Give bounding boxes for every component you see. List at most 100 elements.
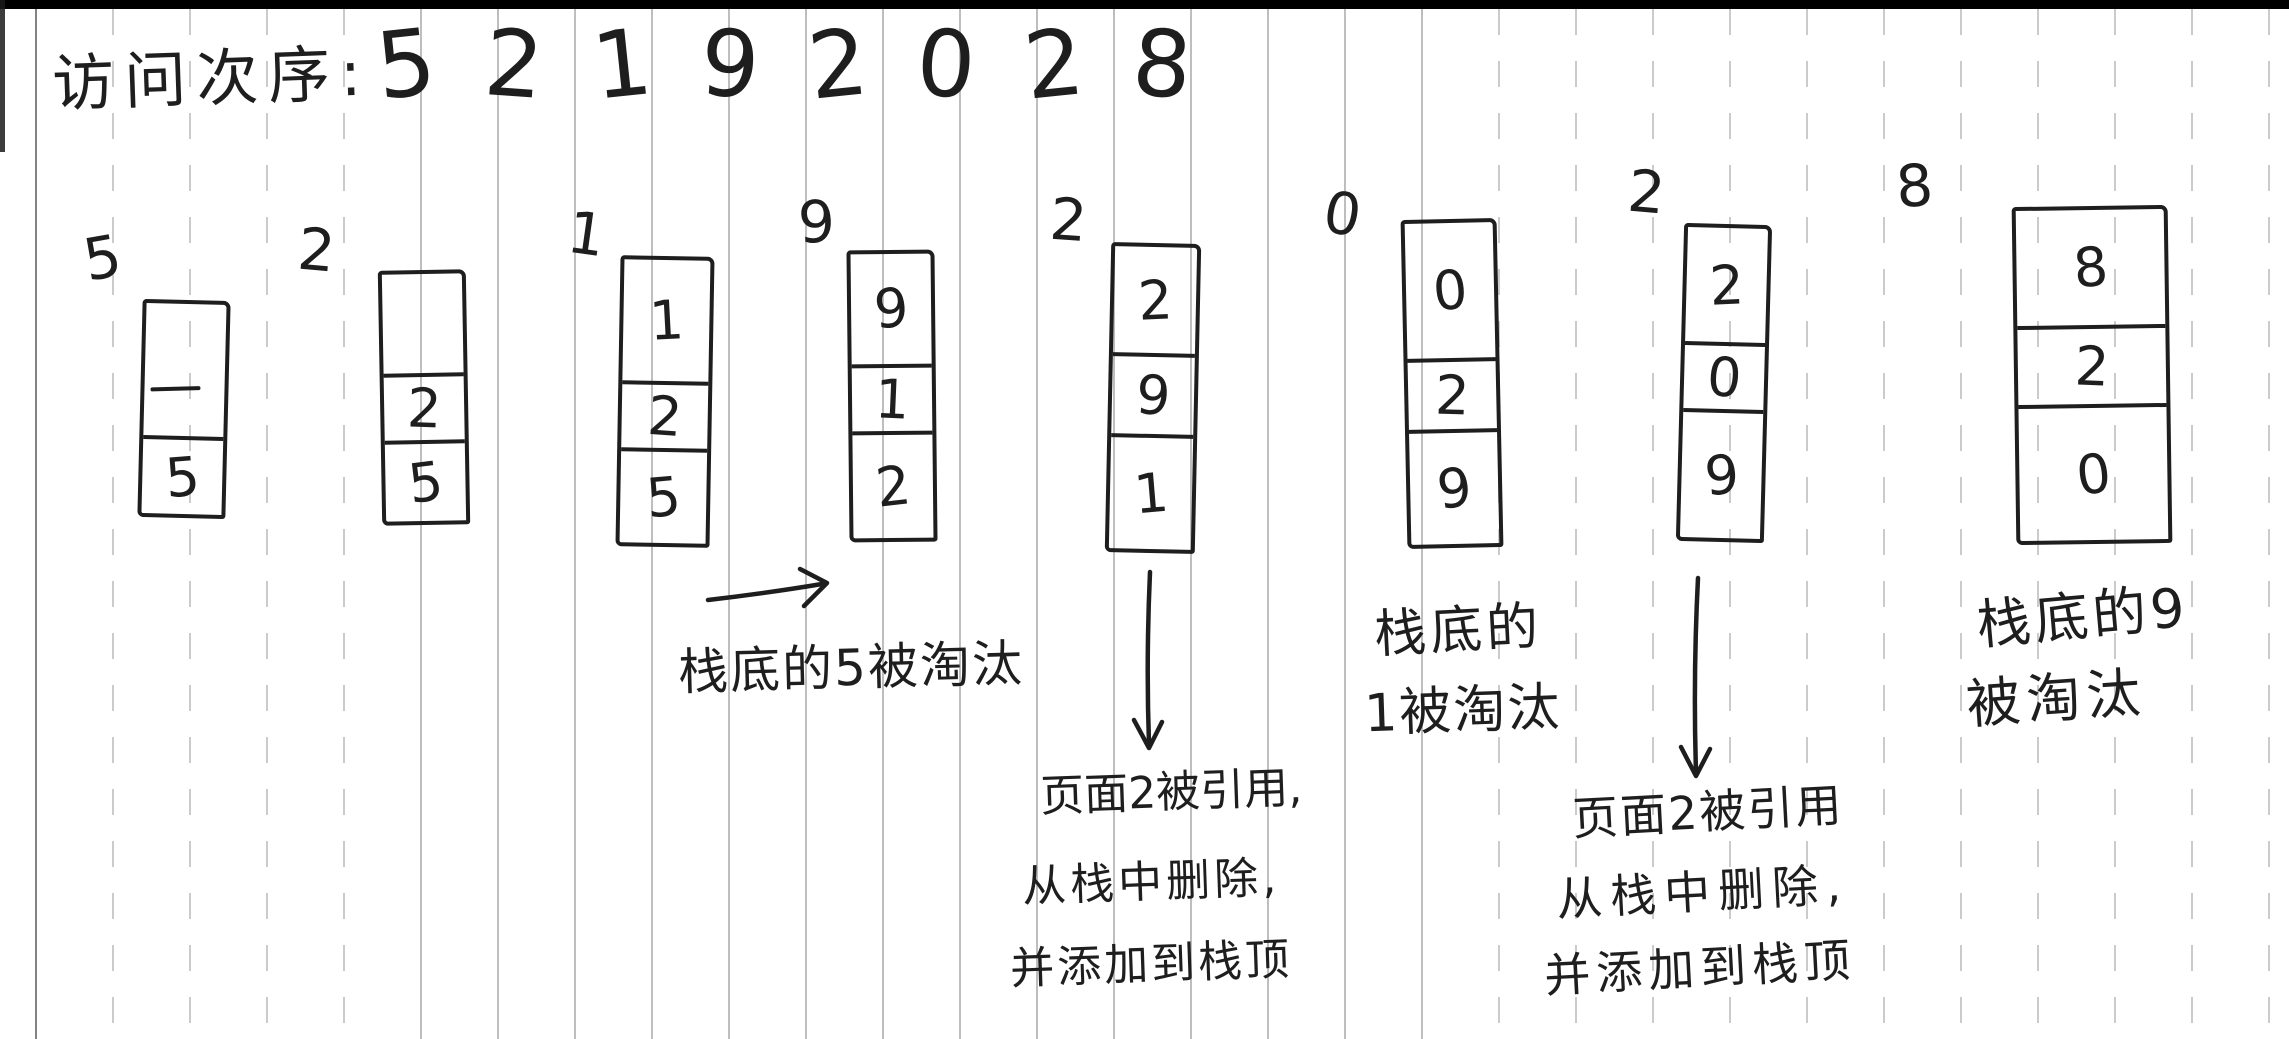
stack-2: 2 5 [377, 269, 471, 526]
stack-cell: 1 [851, 363, 933, 432]
stack-cell: 5 [619, 447, 708, 544]
sequence-digit: 2 [803, 8, 873, 121]
annotation-evicted-1-line1: 栈底的 [1372, 596, 1544, 666]
cell-value: 5 [404, 449, 447, 516]
access-label-4: 9 [796, 187, 837, 257]
down-arrow-icon-2 [1678, 575, 1713, 779]
stack-cell: 0 [2018, 403, 2169, 542]
screen-left-edge [0, 0, 5, 152]
stack-cell: 2 [1685, 227, 1768, 343]
stack-cell: 2 [383, 372, 465, 441]
stack-cell: 5 [384, 439, 467, 522]
annotation-page2-referenced2-line1: 页面2被引用 [1570, 777, 1845, 847]
cell-value: 0 [1704, 344, 1744, 411]
sequence-digit: 9 [697, 9, 763, 120]
ruled-line [1960, 9, 1962, 1039]
ruled-line [343, 9, 345, 1039]
stack-cell: 2 [852, 430, 934, 539]
cell-value: 9 [1433, 454, 1476, 522]
stack-cell [143, 388, 224, 437]
cell-value: 9 [1701, 442, 1742, 509]
access-sequence: 5 2 1 9 2 0 2 8 [352, 8, 1216, 121]
stack-cell: 9 [851, 254, 932, 365]
cell-value: 0 [2072, 440, 2115, 508]
stack-6: 0 2 9 [1400, 218, 1504, 549]
annotation-evicted-5: 栈底的5被淘汰 [677, 634, 1025, 702]
cell-value: 2 [872, 453, 914, 520]
stack-7: 2 0 9 [1675, 222, 1773, 544]
ruled-line [574, 9, 576, 1039]
annotation-page2-referenced-line1: 页面2被引用, [1039, 762, 1303, 823]
stack-cell: 9 [1679, 408, 1764, 539]
ruled-line [497, 9, 499, 1039]
cell-value: 1 [647, 288, 686, 353]
ruled-line [2268, 9, 2270, 1039]
ruled-line [35, 9, 37, 1039]
down-arrow-icon-1 [1131, 569, 1165, 751]
access-label-5: 2 [1047, 184, 1090, 256]
stack-cell: 2 [621, 380, 709, 450]
stack-cell: 0 [1405, 222, 1496, 358]
cell-value: 2 [1136, 267, 1174, 333]
stack-cell: 2 [1407, 356, 1497, 430]
stack-cell [382, 273, 464, 374]
annotation-evicted-9-line2: 被淘汰 [1964, 660, 2149, 737]
cell-value: 2 [2073, 334, 2111, 399]
access-label-6: 0 [1318, 177, 1367, 251]
cell-value: 5 [162, 444, 202, 510]
stack-cell: 0 [1683, 341, 1766, 411]
stack-cell: 2 [1113, 246, 1197, 354]
ruled-line [1344, 9, 1346, 1039]
stack-4: 9 1 2 [846, 249, 938, 543]
cell-value: 5 [643, 464, 684, 531]
ruled-line [728, 9, 730, 1039]
cell-value: 9 [871, 276, 911, 342]
cell-value: 0 [1430, 257, 1471, 324]
cell-value: 1 [873, 367, 911, 432]
stack-3: 1 2 5 [615, 255, 715, 548]
stack-cell: 1 [1108, 433, 1194, 550]
ruled-line [1883, 9, 1885, 1039]
annotation-evicted-9-line1: 栈底的9 [1974, 575, 2192, 658]
ruled-line [959, 9, 961, 1039]
access-label-8: 8 [1893, 150, 1936, 222]
annotation-evicted-1-line2: 1被淘汰 [1363, 677, 1563, 745]
page-title: 访问次序: [51, 36, 373, 121]
stack-cell: 9 [1111, 352, 1195, 435]
sequence-digit: 8 [1129, 9, 1195, 120]
stack-cell [144, 303, 226, 390]
ruled-line [266, 9, 268, 1039]
stack-cell: 2 [2017, 324, 2167, 406]
stack-cell: 1 [622, 259, 710, 381]
stack-5: 2 9 1 [1104, 242, 1202, 554]
cell-value: 1 [1131, 460, 1171, 527]
cell-value: 2 [1708, 252, 1746, 318]
stack-cell: 9 [1408, 427, 1500, 545]
ruled-line [805, 9, 807, 1039]
ruled-line [112, 9, 114, 1039]
access-label-3: 1 [563, 197, 610, 271]
annotation-page2-referenced-line3: 并添加到栈顶 [1009, 934, 1293, 995]
stack-cell: 5 [141, 435, 224, 515]
annotation-page2-referenced-line2: 从栈中删除, [1021, 852, 1281, 913]
ruled-line [2191, 9, 2193, 1039]
cell-value: 2 [645, 383, 685, 450]
access-label-7: 2 [1625, 156, 1668, 228]
cell-value: 2 [1434, 363, 1471, 428]
stack-1: 5 [137, 298, 231, 520]
screen-top-edge [0, 0, 2289, 9]
sequence-digit: 1 [587, 8, 657, 121]
ruled-line [189, 9, 191, 1039]
annotation-page2-referenced2-line2: 从栈中删除, [1554, 857, 1850, 927]
sequence-digit: 2 [481, 9, 547, 120]
stack-8: 8 2 0 [2011, 204, 2173, 546]
access-label-1: 5 [78, 221, 127, 295]
annotation-page2-referenced2-line3: 并添加到栈顶 [1542, 932, 1858, 1004]
sequence-digit: 2 [1019, 8, 1089, 121]
right-arrow-icon [705, 566, 830, 609]
access-label-2: 2 [295, 214, 338, 286]
sequence-digit: 5 [371, 8, 441, 121]
cell-value: 2 [405, 376, 443, 441]
cell-value: 9 [1133, 362, 1173, 429]
